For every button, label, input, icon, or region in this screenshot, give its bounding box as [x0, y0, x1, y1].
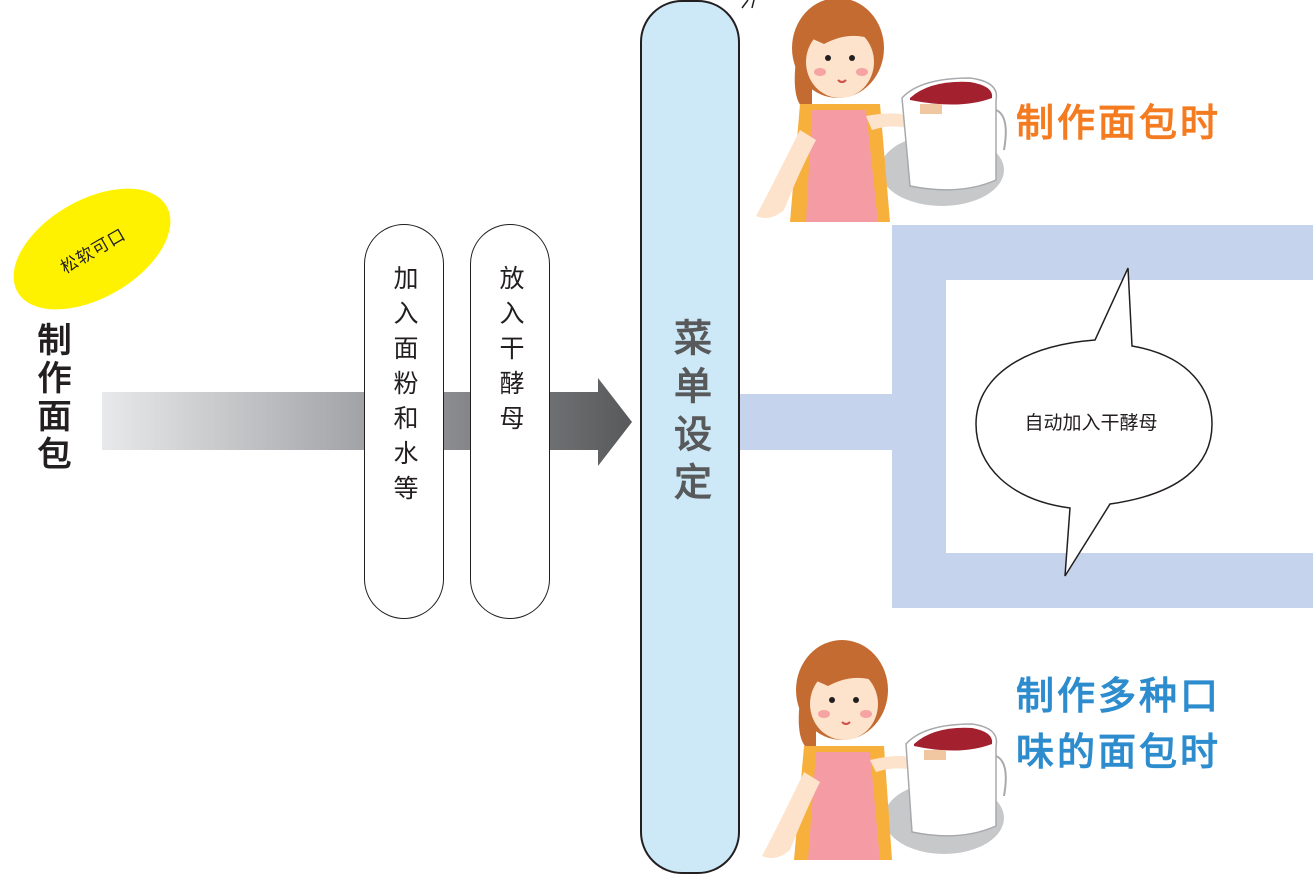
menu-setting-column: 菜单设定 — [640, 0, 740, 874]
speech-bubble — [975, 267, 1213, 577]
top-mark — [741, 0, 755, 9]
band-frame — [892, 225, 1313, 608]
band-connector — [740, 394, 896, 450]
step-label: 加入面粉和水等 — [390, 265, 419, 510]
step-add-dry-yeast: 放入干酵母 — [470, 224, 550, 619]
menu-label: 菜单设定 — [667, 318, 712, 510]
branch-heading-bread: 制作面包时 — [1016, 101, 1222, 145]
branch-heading-flavored-bread: 制作多种口味的面包时 — [1016, 674, 1222, 774]
make-bread-title: 制作面包 — [31, 322, 71, 474]
woman-bread-maker-illustration-1 — [756, 0, 1007, 222]
step-label: 放入干酵母 — [496, 265, 525, 440]
badge-label: 松软可口 — [57, 224, 130, 278]
woman-bread-maker-illustration-2 — [762, 640, 1007, 860]
speech-bubble-text: 自动加入干酵母 — [1024, 412, 1158, 434]
step-add-flour-water: 加入面粉和水等 — [364, 224, 444, 619]
